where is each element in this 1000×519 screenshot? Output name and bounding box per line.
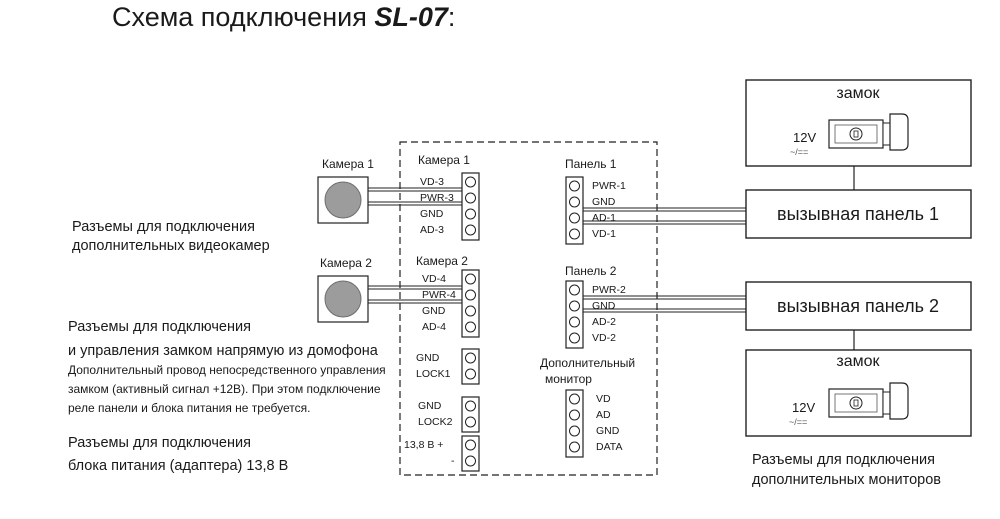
cam1-pin-ad: AD-3 xyxy=(420,224,444,236)
lock-2-power-symbol: ~/== xyxy=(789,417,807,427)
cam2-pin-pwr: PWR-4 xyxy=(422,289,456,301)
cam2-pin-gnd: GND xyxy=(422,305,446,317)
camera-2-wires xyxy=(368,285,468,304)
page-title: Схема подключения SL-07: xyxy=(112,2,455,33)
monitor-pin-data: DATA xyxy=(596,441,623,453)
note-lock-detail-3: реле панели и блока питания не требуется… xyxy=(68,401,311,415)
terminal-power xyxy=(461,435,480,472)
terminal-lock1 xyxy=(461,348,480,385)
cam2-pin-ad: AD-4 xyxy=(422,321,446,333)
terminal-panel1 xyxy=(565,176,584,245)
call-panel-1-label: вызывная панель 1 xyxy=(777,204,939,224)
cam1-pin-pwr: PWR-3 xyxy=(420,192,454,204)
call-panel-2-box xyxy=(745,281,972,331)
monitor-pin-gnd: GND xyxy=(596,425,620,437)
unit-panel2-title: Панель 2 xyxy=(565,264,617,278)
monitor-pin-vd: VD xyxy=(596,393,611,405)
call-panel-2-label: вызывная панель 2 xyxy=(777,296,939,316)
unit-panel1-title: Панель 1 xyxy=(565,157,617,171)
note-monitors-1: Разъемы для подключения xyxy=(752,452,935,468)
lock2-pin-lock: LOCK2 xyxy=(418,416,453,428)
unit-cam2-title: Камера 2 xyxy=(416,254,468,268)
terminal-panel2 xyxy=(565,280,584,349)
lock1-pin-gnd: GND xyxy=(416,352,440,364)
camera-2-label: Камера 2 xyxy=(320,256,372,270)
power-pin-plus: 13,8 В + xyxy=(404,439,444,451)
note-lock-1: Разъемы для подключения xyxy=(68,319,251,335)
panel-2-wires xyxy=(583,295,746,313)
note-lock-detail-2: замком (активный сигнал +12В). При этом … xyxy=(68,382,381,396)
lock-box-1 xyxy=(745,79,972,167)
lock-2-device-icon xyxy=(828,382,909,420)
lock1-pin-lock: LOCK1 xyxy=(416,368,451,380)
model-name: SL-07 xyxy=(374,2,448,32)
panel2-pin-vd: VD-2 xyxy=(592,332,616,344)
lock-2-label: замок xyxy=(836,353,880,370)
power-pin-minus: - xyxy=(451,455,455,467)
panel2-pin-ad: AD-2 xyxy=(592,316,616,328)
lock-1-power-symbol: ~/== xyxy=(790,147,808,157)
note-power-2: блока питания (адаптера) 13,8 В xyxy=(68,458,289,474)
camera-2 xyxy=(317,275,369,323)
terminal-monitor xyxy=(565,389,584,458)
cam1-pin-vd: VD-3 xyxy=(420,176,444,188)
note-cameras-2: дополнительных видеокамер xyxy=(72,238,270,254)
cam1-pin-gnd: GND xyxy=(420,208,444,220)
monitor-pin-ad: AD xyxy=(596,409,611,421)
call-panel-1-box xyxy=(745,189,972,239)
unit-monitor-title-2: монитор xyxy=(545,372,592,386)
terminal-cam2 xyxy=(461,269,480,338)
terminal-lock2 xyxy=(461,396,480,433)
terminal-cam1 xyxy=(461,172,480,241)
note-power-1: Разъемы для подключения xyxy=(68,435,251,451)
lock-1-voltage: 12V xyxy=(793,130,816,145)
lock-box-2 xyxy=(745,349,972,437)
panel2-pin-gnd: GND xyxy=(592,300,616,312)
panel1-pin-ad: AD-1 xyxy=(592,212,616,224)
camera-1-body xyxy=(317,176,369,224)
panel1-pin-pwr: PWR-1 xyxy=(592,180,626,192)
panel1-pin-gnd: GND xyxy=(592,196,616,208)
unit-monitor-title-1: Дополнительный xyxy=(540,356,636,370)
cam2-pin-vd: VD-4 xyxy=(422,273,446,285)
camera-1 xyxy=(317,176,369,224)
lock-1-device-icon xyxy=(828,113,909,151)
lock-1-label: замок xyxy=(836,85,880,102)
panel-1-wires xyxy=(583,207,746,225)
lock2-pin-gnd: GND xyxy=(418,400,442,412)
camera-2-lens xyxy=(324,280,362,318)
unit-cam1-title: Камера 1 xyxy=(418,153,470,167)
note-lock-2: и управления замком напрямую из домофона xyxy=(68,343,378,359)
camera-1-label: Камера 1 xyxy=(322,157,374,171)
note-monitors-2: дополнительных мониторов xyxy=(752,472,941,488)
title-suffix: : xyxy=(447,2,456,32)
note-lock-detail-1: Дополнительный провод непосредственного … xyxy=(68,363,386,377)
panel2-pin-pwr: PWR-2 xyxy=(592,284,626,296)
panel1-pin-vd: VD-1 xyxy=(592,228,616,240)
note-cameras-1: Разъемы для подключения xyxy=(72,219,255,235)
camera-1-lens xyxy=(324,181,362,219)
lock-2-voltage: 12V xyxy=(792,400,815,415)
title-text: Схема подключения xyxy=(112,2,375,32)
camera-2-body xyxy=(317,275,369,323)
camera-1-wires xyxy=(368,187,468,206)
